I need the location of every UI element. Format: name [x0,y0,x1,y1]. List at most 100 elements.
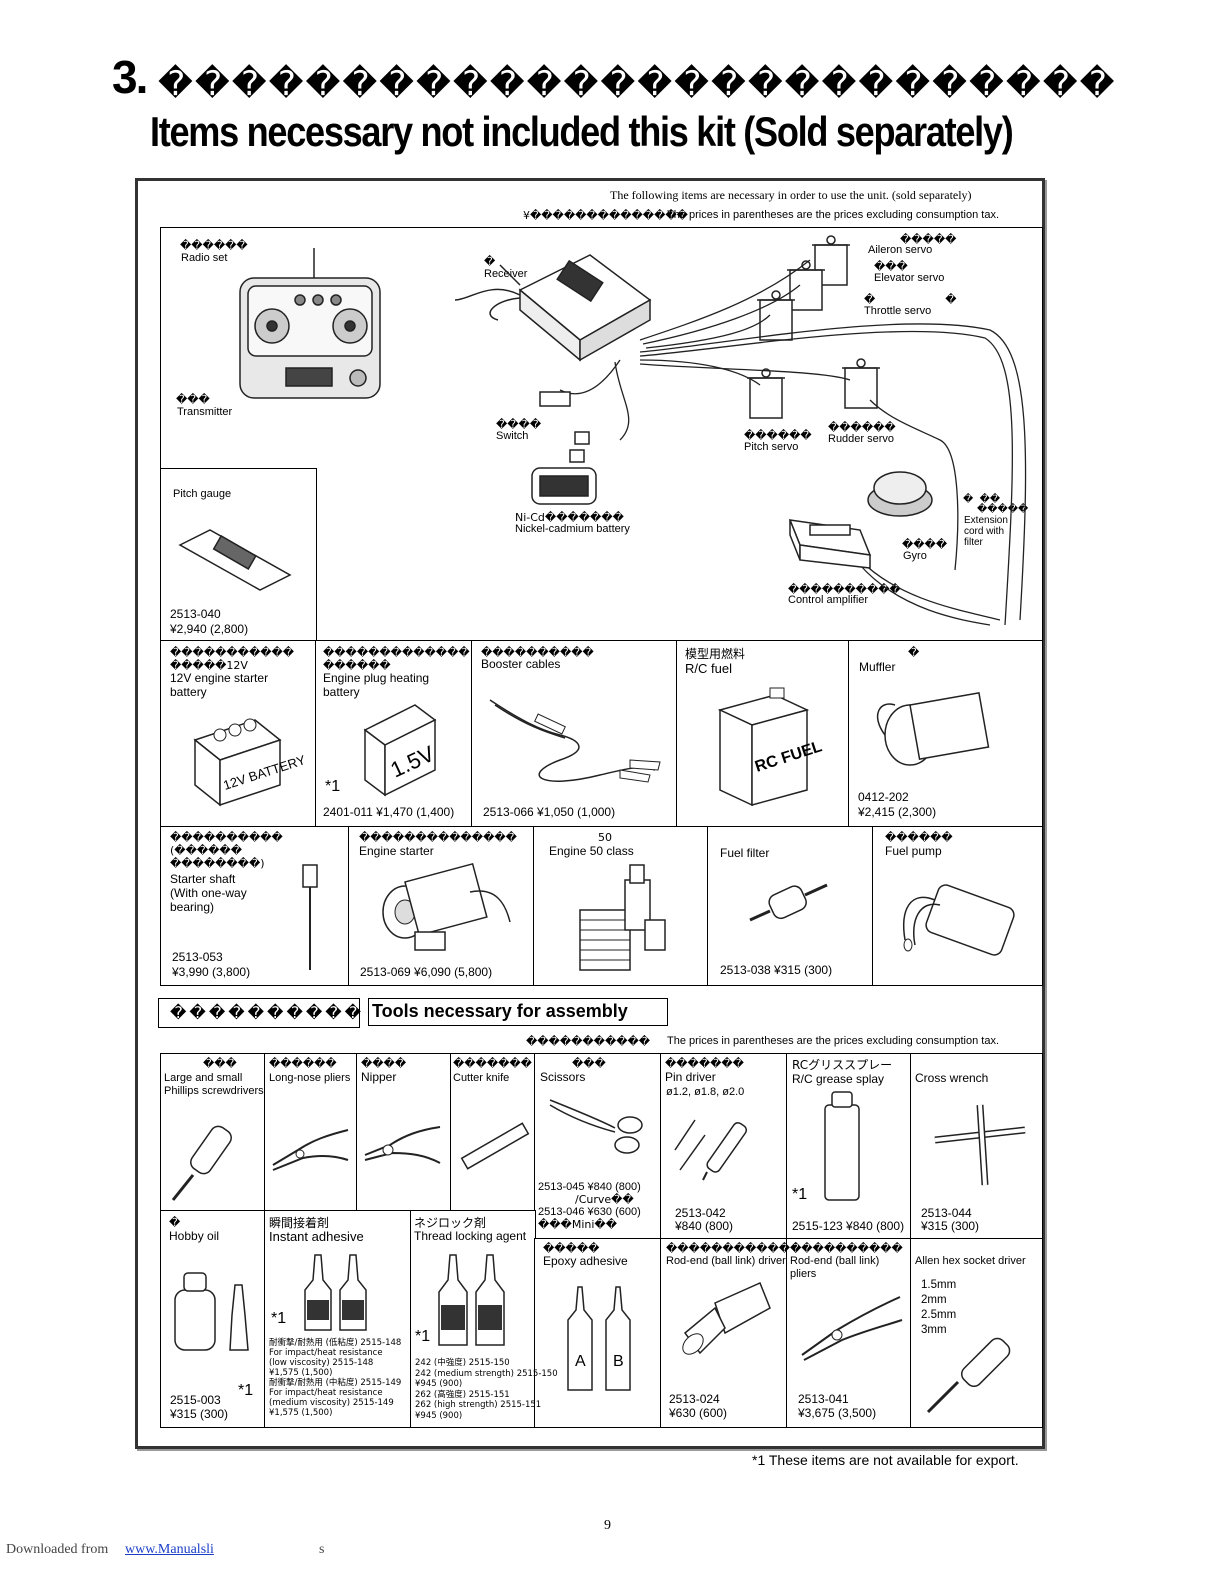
elevator-en: Elevator servo [874,272,945,284]
cutter-knife-jp: ������� [453,1057,532,1070]
gyro-jp: ���� [902,538,948,551]
nipper-image [364,1126,441,1164]
hex-driver-image [926,1337,1011,1414]
hex-size-1: 1.5mm [921,1279,957,1291]
rudder-en: Rudder servo [828,433,895,445]
pin-driver-jp: ������� [665,1057,744,1070]
engine-starter-price: 2513-069 ¥6,090 (5,800) [360,965,493,979]
nipper-jp: ���� [361,1057,407,1070]
fuel-pump-image [903,884,1015,956]
price-note-jp: ¥�������������� [523,209,688,222]
price-note-en: The prices in parentheses are the prices… [667,209,1000,221]
extension-jp2: ����� [977,504,1029,515]
wire-bundle [559,259,1027,626]
amp-jp: ���������� [788,583,901,596]
rod-driver-code: 2513-024 [669,1392,720,1406]
engine-starter-jp: �������������� [359,831,517,844]
rod-end-pliers-image [801,1296,903,1361]
switch-image [539,391,590,463]
muffler-image [876,691,990,766]
rc-fuel-en: R/C fuel [685,661,732,676]
tools-jp-box [158,998,360,1028]
tools-en: Tools necessary for assembly [372,1001,628,1021]
instant-adhesive-jp: 瞬間接着剤 [269,1216,330,1230]
shaft-jp2: (������ [170,844,242,857]
engine-starter-en: Engine starter [359,844,434,858]
rc-fuel-jp: 模型用燃料 [685,647,746,661]
instant-n7: (medium viscosity) 2515-149 [269,1398,394,1408]
rod-end-driver-image [682,1281,771,1355]
starter-battery-jp2: �����12V [170,659,248,672]
scissors-image [549,1099,643,1154]
screwdrivers-en: Large and small Phillips screwdrivers [164,1072,264,1097]
pin-driver-en: Pin driver [665,1070,716,1084]
aileron-jp: ����� [900,233,957,246]
control-amplifier-image [788,519,872,569]
long-nose-jp: ������ [269,1057,337,1070]
instant-n4: ¥1,575 (1,500) [269,1368,333,1378]
starter-battery-en: 12V engine starter battery [170,671,269,699]
plug-battery-image: 1.5V [363,704,438,797]
plug-battery-jp2: ������ [323,659,391,672]
instant-n3: (low viscosity) 2515-148 [269,1358,374,1368]
booster-en: Booster cables [481,657,561,671]
booster-cables-image [489,699,661,783]
nicd-en: Nickel-cadmium battery [515,523,630,535]
transmitter-image [239,248,381,399]
hex-driver-cell [910,1238,1043,1428]
pitch-gauge-en: Pitch gauge [173,488,232,500]
pitch-servo-jp: ������ [744,429,812,442]
hex-size-3: 2.5mm [921,1309,957,1321]
following-note: The following items are necessary in ord… [610,188,972,202]
items-frame [135,178,1045,1449]
rudder-jp: ������ [828,421,896,434]
car-battery-image: 12V BATTERY [193,718,308,807]
instant-adhesive-en: Instant adhesive [269,1229,364,1244]
pin-driver-sizes: ø1.2, ø1.8, ø2.0 [666,1086,745,1098]
muffler-jp: � [908,646,920,659]
cross-wrench-price: ¥315 (300) [921,1219,980,1233]
footnote: *1 These items are not available for exp… [752,1452,1019,1468]
extension-en: Extension cord with filter [964,515,1008,548]
instant-adhesive-cell [264,1210,412,1428]
scissors-cell [534,1053,662,1240]
thread-n4: 262 (高強度) 2515-151 [415,1389,510,1400]
section-number: 3. [112,51,148,103]
muffler-price: ¥2,415 (2,300) [858,805,937,819]
page-number: 9 [604,1518,611,1533]
price-note2-jp: ����������� [526,1035,651,1048]
rod-pliers-price: ¥3,675 (3,500) [798,1406,877,1420]
booster-jp: ���������� [481,646,594,659]
throttle-en: Throttle servo [864,305,932,317]
thread-n5: 262 (high strength) 2515-151 [415,1400,542,1410]
pitch-gauge-image [178,529,292,591]
elevator-jp: ��� [874,260,908,273]
download-link[interactable]: www.Manualsli [125,1542,214,1557]
section-title-jp: �������������������������� [158,64,1117,104]
thread-n3: ¥945 (900) [415,1379,463,1389]
download-suffix: s [319,1542,325,1557]
gyro-en: Gyro [903,550,927,562]
switch-jp: ���� [496,418,542,431]
nicd-jp: Ni-Cd������� [515,511,624,524]
plug-battery-jp: ������������� [323,646,470,659]
booster-cables-cell [471,640,678,828]
pitch-gauge-price: ¥2,940 (2,800) [170,622,249,636]
shaft-code: 2513-053 [172,950,223,964]
gyro-image [867,471,933,517]
tools-jp: ���������� [170,1003,365,1022]
thread-n1: 242 (中強度) 2515-150 [415,1358,510,1368]
pin-driver-image [674,1119,748,1181]
starter-battery-jp: ����������� [170,646,295,659]
amp-en: Control amplifier [788,594,869,606]
starter-shaft-image [302,864,318,970]
shaft-price: ¥3,990 (3,800) [172,965,251,979]
plug-battery-en: Engine plug heating battery [323,671,430,699]
download-prefix: Downloaded from [6,1542,109,1557]
pin-driver-code: 2513-042 [675,1206,726,1220]
hex-size-2: 2mm [921,1294,947,1306]
engine-jp: 50 [598,831,612,844]
cross-wrench-en: Cross wrench [915,1071,989,1085]
instant-n2: For impact/heat resistance [269,1348,383,1358]
